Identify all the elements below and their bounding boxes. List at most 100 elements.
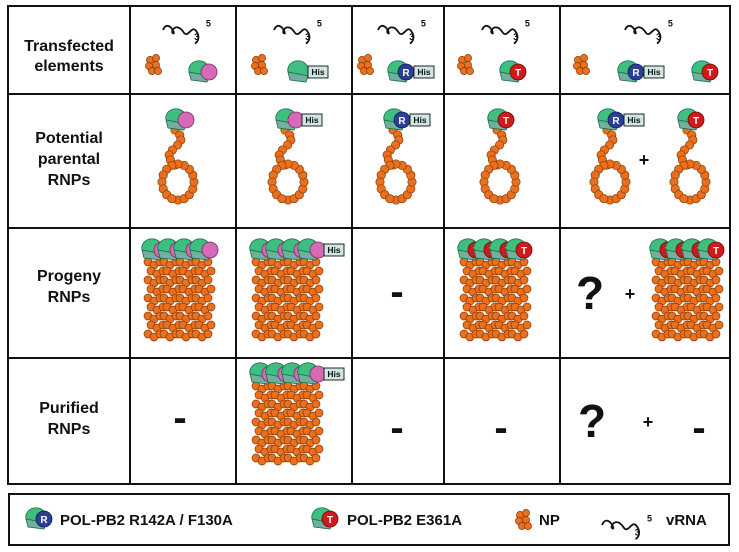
- np-bead: [523, 285, 531, 293]
- np-bead: [712, 312, 720, 320]
- row-label-parental: Potential parental RNPs: [10, 128, 128, 191]
- np-bead: [680, 194, 688, 202]
- np-bead: [258, 54, 265, 61]
- mutant-r-letter: R: [398, 116, 406, 127]
- polymerase-icon: [166, 109, 194, 130]
- np-bead: [520, 276, 528, 284]
- np-bead: [207, 285, 215, 293]
- np-bead: [315, 391, 323, 399]
- np-bead: [315, 409, 323, 417]
- superscript-5-label: 5: [647, 513, 652, 523]
- np-bead: [712, 276, 720, 284]
- np-bead: [580, 54, 587, 61]
- polymerase-icon: T: [312, 508, 338, 529]
- np-bead: [712, 330, 720, 338]
- his-tag-label: His: [647, 67, 661, 77]
- np-bead: [712, 294, 720, 302]
- polymerase-icon: His: [298, 239, 344, 260]
- np-bead: [715, 303, 723, 311]
- purified-col4-dash: -: [476, 408, 526, 448]
- superscript-5-label: 5: [206, 19, 211, 29]
- subscript-3-label: 3: [409, 32, 414, 42]
- np-bead: [312, 436, 320, 444]
- np-bead: [490, 194, 498, 202]
- np-bead: [152, 54, 159, 61]
- np-icon: [515, 509, 531, 529]
- legend-np-label: NP: [539, 512, 560, 529]
- np-bead: [315, 427, 323, 435]
- rnp-icon: [158, 109, 198, 204]
- progeny-col5-plus: +: [620, 284, 640, 304]
- np-bead: [312, 400, 320, 408]
- np-bead: [315, 285, 323, 293]
- polymerase-icon: R His: [384, 109, 430, 130]
- rnp-icon: T: [480, 109, 520, 204]
- row-label-purified: Purified RNPs: [10, 398, 128, 440]
- np-bead: [312, 418, 320, 426]
- pb2-wildtype-domain: [178, 112, 194, 128]
- np-bead: [520, 312, 528, 320]
- his-tag-label: His: [327, 369, 341, 379]
- np-bead: [523, 303, 531, 311]
- polymerase-icon: T: [488, 109, 514, 130]
- vrna-icon: 53: [602, 513, 652, 539]
- np-bead: [168, 194, 176, 202]
- progeny-rnp-stack: TTTT: [650, 239, 724, 341]
- mutant-t-letter: T: [327, 515, 333, 526]
- subscript-3-label: 3: [194, 32, 199, 42]
- purified-col5-question: ?: [572, 398, 612, 444]
- progeny-col5-question: ?: [570, 270, 610, 316]
- np-bead: [520, 330, 528, 338]
- progeny-col3-dash: -: [372, 272, 422, 312]
- polymerase-icon: T: [692, 61, 718, 82]
- vrna-icon: 53: [625, 19, 673, 44]
- np-icon: [145, 54, 161, 74]
- superscript-5-label: 5: [421, 19, 426, 29]
- np-icon: [457, 54, 473, 74]
- np-icon: [573, 54, 589, 74]
- np-icon: [357, 54, 373, 74]
- his-tag-label: His: [413, 115, 427, 125]
- np-bead: [154, 67, 161, 74]
- vrna-icon: 53: [163, 19, 211, 44]
- np-bead: [312, 454, 320, 462]
- np-bead: [520, 294, 528, 302]
- his-tag-label: His: [417, 67, 431, 77]
- purified-col5-plus: +: [638, 412, 658, 432]
- np-bead: [466, 67, 473, 74]
- np-bead: [364, 54, 371, 61]
- mutant-r-letter: R: [612, 116, 620, 127]
- progeny-rnp-stack: [142, 239, 218, 341]
- progeny-rnp-stack: TTTT: [458, 239, 532, 341]
- his-tag-label: His: [311, 67, 325, 77]
- rnp-icon: T: [670, 109, 710, 204]
- purified-col3-dash: -: [372, 408, 422, 448]
- np-bead: [464, 54, 471, 61]
- polymerase-icon: His: [298, 363, 344, 384]
- np-bead: [204, 312, 212, 320]
- np-bead: [207, 267, 215, 275]
- rnp-icon: His: [268, 109, 322, 204]
- his-tag-label: His: [327, 245, 341, 255]
- rnp-icon: R His: [376, 109, 430, 204]
- purified-col5-dash: -: [674, 408, 724, 448]
- polymerase-icon: R: [26, 508, 52, 529]
- legend-vrna-label: vRNA: [666, 512, 707, 529]
- polymerase-icon: His: [288, 61, 328, 82]
- mutant-t-letter: T: [503, 116, 509, 127]
- np-bead: [315, 445, 323, 453]
- np-bead: [523, 267, 531, 275]
- subscript-3-label: 3: [635, 528, 640, 538]
- his-tag-label: His: [305, 115, 319, 125]
- parental-col5-plus: +: [634, 150, 654, 170]
- legend-mutant-r-label: POL-PB2 R142A / F130A: [60, 512, 233, 529]
- mutant-t-letter: T: [521, 246, 527, 257]
- np-bead: [204, 330, 212, 338]
- np-bead: [366, 67, 373, 74]
- mutant-r-letter: R: [40, 515, 48, 526]
- legend-mutant-t-label: POL-PB2 E361A: [347, 512, 462, 529]
- np-bead: [315, 303, 323, 311]
- vrna-icon: 53: [378, 19, 426, 44]
